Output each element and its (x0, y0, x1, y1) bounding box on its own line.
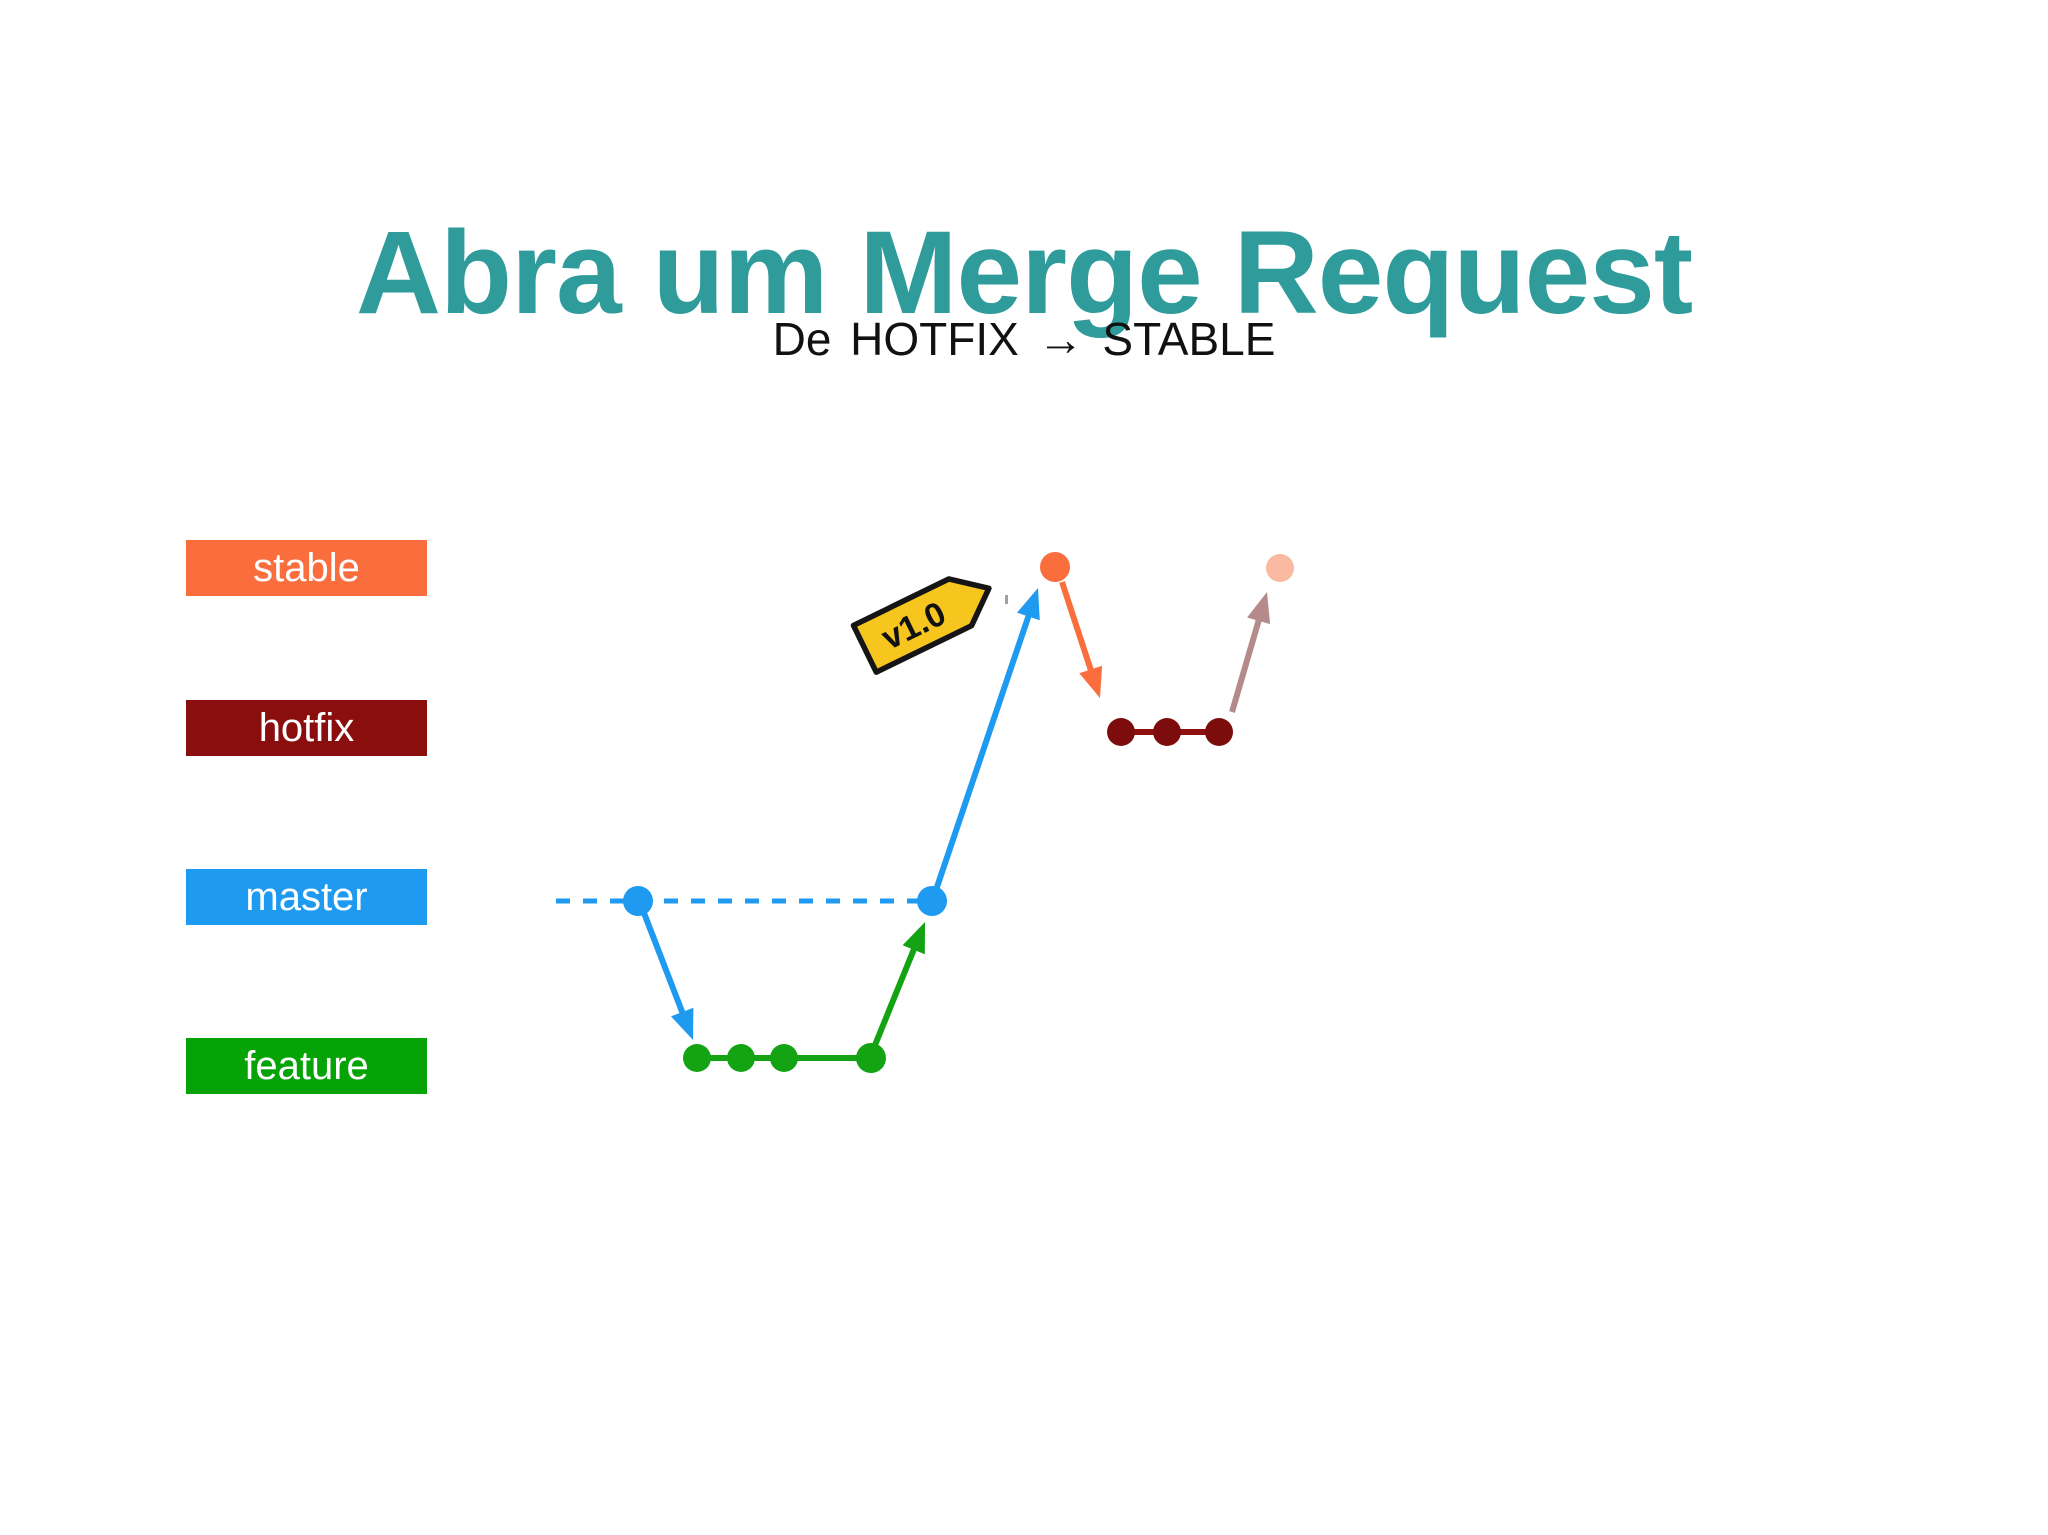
commit-dot-hotfix (1205, 718, 1233, 746)
merge-feature-to-master-arrow (870, 944, 919, 1052)
branch-master-to-feature-arrow (641, 911, 687, 1018)
commit-dot-hotfix (1107, 718, 1135, 746)
commit-dot-feature (856, 1043, 886, 1073)
merge-feature-to-master-arrow-head (902, 922, 925, 955)
branch-stable-to-hotfix-arrow-head (1079, 665, 1103, 698)
commit-dot-master (917, 886, 947, 916)
stray-tick-mark (1005, 595, 1008, 604)
branch-stable-to-hotfix-arrow (1059, 581, 1096, 676)
branch-label-master: master (186, 869, 427, 925)
version-tag: v1.0 (850, 576, 992, 675)
version-tag-shape (850, 576, 992, 675)
commit-dot-stable (1040, 552, 1070, 582)
page-title: Abra um Merge Request (355, 207, 1693, 340)
merge-hotfix-to-stable-arrow (1229, 615, 1263, 713)
merge-master-to-stable-arrow-head (1017, 588, 1040, 621)
branch-label-feature: feature (186, 1038, 427, 1094)
subtitle: De HOTFIX → STABLE (772, 313, 1276, 365)
branch-label-stable: stable (186, 540, 427, 596)
merge-master-to-stable-arrow (933, 610, 1033, 891)
commit-dot-master (623, 886, 653, 916)
branch-label-hotfix: hotfix (186, 700, 427, 756)
commit-dot-hotfix (1153, 718, 1181, 746)
branch-master-to-feature-arrow-head (671, 1007, 694, 1040)
commit-dot-feature (683, 1044, 711, 1072)
commit-dot-feature (727, 1044, 755, 1072)
commit-dot-stable-future (1266, 554, 1294, 582)
commit-dot-feature (770, 1044, 798, 1072)
merge-hotfix-to-stable-arrow-head (1247, 592, 1271, 625)
